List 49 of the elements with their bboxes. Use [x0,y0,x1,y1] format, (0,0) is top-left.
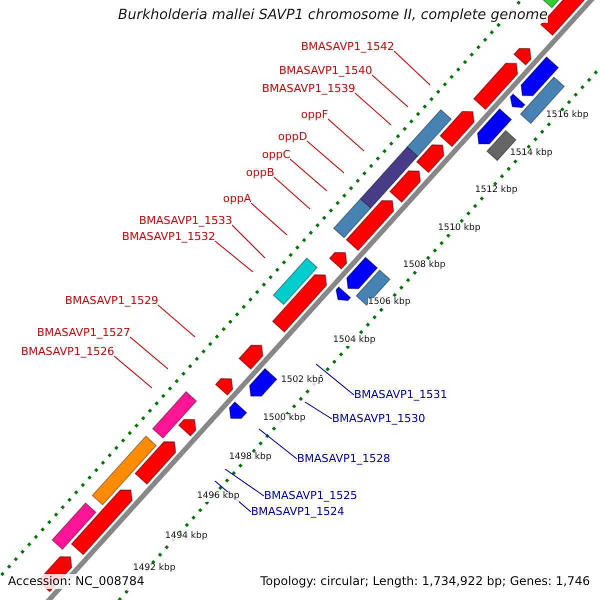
gene-label: BMASAVP1_1540 [279,65,372,78]
leader-line [250,202,288,236]
gene-label: BMASAVP1_1526 [21,346,114,358]
gene-label: BMASAVP1_1530 [332,413,426,426]
leader-line [394,50,430,86]
gene-label: BMASAVP1_1542 [301,41,394,54]
gene-label: oppC [262,149,290,162]
gene-label: BMASAVP1_1524 [251,506,344,518]
gene-label: BMASAVP1_1528 [297,453,390,466]
gene-label: oppF [301,109,328,122]
scale-tick-label: 1510 kbp [438,224,480,234]
gene-label: BMASAVP1_1533 [139,215,232,228]
gene-label: BMASAVP1_1539 [262,83,356,96]
leader-line [306,140,344,174]
scale-tick-label: 1516 kbp [546,111,588,121]
scale-tick-label: 1496 kbp [197,492,240,502]
leader-line [214,240,254,272]
leader-line [372,74,408,108]
gene-label: BMASAVP1_1529 [65,295,158,308]
scale-tick-label: 1502 kbp [281,376,324,386]
leader-line [304,402,332,420]
title: Burkholderia mallei SAVP1 chromosome II, complete genome [118,8,548,24]
leader-line [316,364,354,396]
leader-line [114,356,152,388]
scale-tick-label: 1512 kbp [475,186,518,196]
leader-line [224,468,264,496]
gene-label: BMASAVP1_1525 [264,490,358,502]
gene-label: BMASAVP1_1527 [37,327,130,340]
scale-tick-label: 1492 kbp [133,564,176,574]
leader-line [232,224,266,258]
scale-tick-label: 1494 kbp [165,532,208,542]
scale-tick-label: 1508 kbp [403,261,446,271]
leader-line [274,176,310,210]
scale-tick-label: 1498 kbp [229,453,272,463]
leader-line [328,118,364,152]
gene-label: oppA [223,193,252,206]
leader-line [130,336,168,370]
leader-line [258,428,298,460]
leader-line [290,158,328,192]
gene-label: BMASAVP1_1532 [122,231,216,244]
scale-tick-label: 1514 kbp [510,149,552,159]
gene-label: oppD [278,131,308,144]
scale-tick-label: 1500 kbp [263,414,306,424]
scale-tick-label: 1504 kbp [333,336,376,346]
scale-tick-label: 1506 kbp [368,298,410,308]
leader-line [158,304,196,338]
leader-line [354,92,392,126]
gene-label: oppB [246,167,274,180]
gene-label: BMASAVP1_1531 [354,389,448,402]
